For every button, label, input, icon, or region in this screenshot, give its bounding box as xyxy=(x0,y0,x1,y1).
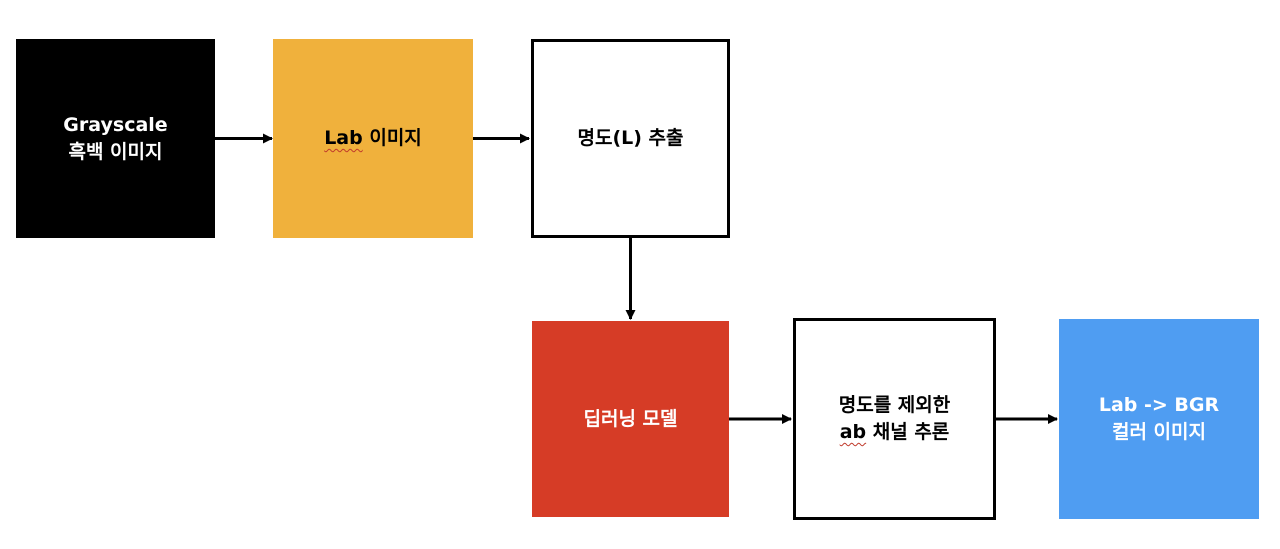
lab-word: Lab xyxy=(324,127,363,149)
ab-channel-inference-node: 명도를 제외한 ab 채널 추론 xyxy=(793,318,996,520)
lab-node-rest: 이미지 xyxy=(362,127,422,149)
grayscale-node-subtitle: 흑백 이미지 xyxy=(68,140,163,163)
bgr-node-subtitle: 컬러 이미지 xyxy=(1111,421,1206,443)
ab-word: ab xyxy=(839,421,867,443)
grayscale-node-title: Grayscale xyxy=(63,113,168,136)
ab-node-rest: 채널 추론 xyxy=(866,421,950,443)
lightness-node-label: 명도(L) 추출 xyxy=(577,127,684,149)
ab-node-line2: ab 채널 추론 xyxy=(840,419,950,446)
lab-image-node: Lab 이미지 xyxy=(273,39,473,238)
bgr-color-image-node: Lab -> BGR 컬러 이미지 xyxy=(1059,319,1259,519)
deep-learning-model-node: 딥러닝 모델 xyxy=(532,321,729,517)
bgr-node-title: Lab -> BGR xyxy=(1098,394,1220,416)
model-node-label: 딥러닝 모델 xyxy=(583,407,678,430)
lab-node-label: Lab 이미지 xyxy=(324,125,422,152)
grayscale-image-node: Grayscale 흑백 이미지 xyxy=(16,39,215,238)
ab-node-line1: 명도를 제외한 xyxy=(838,394,951,416)
lightness-extract-node: 명도(L) 추출 xyxy=(531,39,730,238)
